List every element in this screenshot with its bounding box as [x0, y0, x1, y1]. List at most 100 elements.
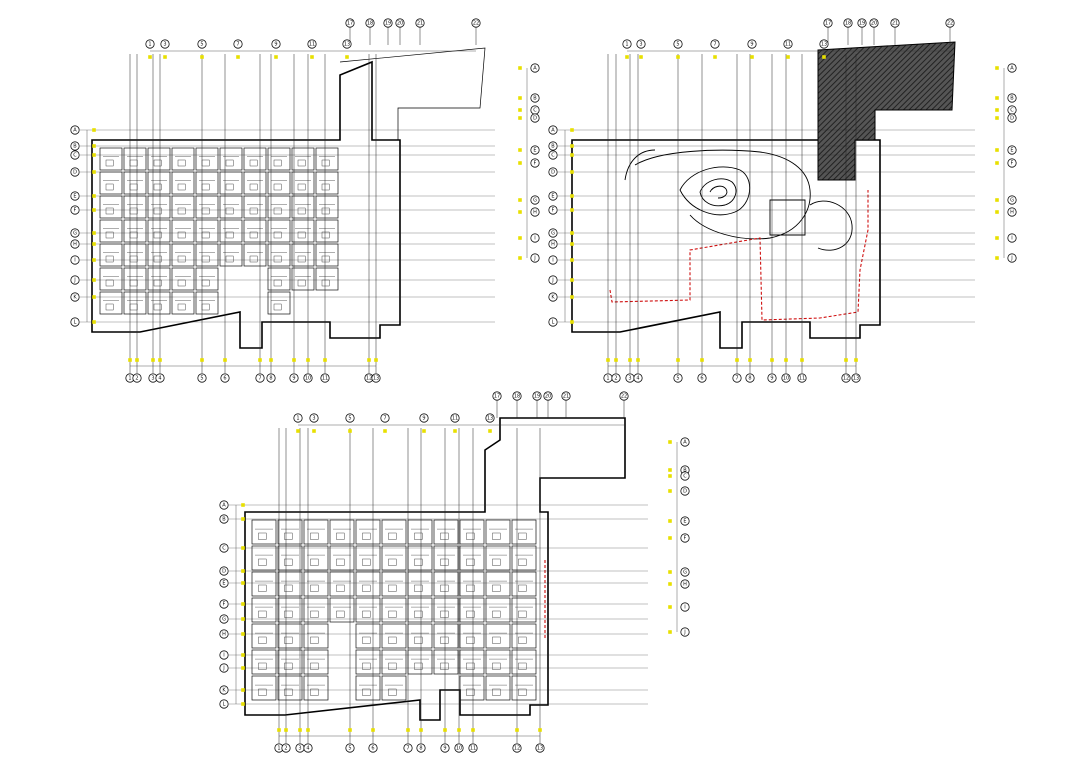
room — [123, 243, 147, 267]
axis-bubble-right: H — [1007, 207, 1017, 217]
room — [485, 623, 511, 649]
axis-bubble-left: C — [70, 150, 80, 160]
grid-marker — [258, 358, 262, 362]
axis-bubble-right: A — [680, 437, 690, 447]
axis-bubble-bottom: 5 — [197, 373, 207, 383]
axis-bubble-bottom: 13 — [371, 373, 381, 383]
axis-bubble-top: 5 — [197, 39, 207, 49]
grid-marker — [800, 358, 804, 362]
svg-text:G: G — [683, 569, 687, 575]
axis-bubble-left: B — [70, 141, 80, 151]
room — [303, 649, 329, 675]
svg-text:19: 19 — [534, 393, 540, 399]
svg-text:E: E — [551, 193, 554, 199]
room — [277, 675, 303, 701]
room — [355, 519, 381, 545]
svg-text:F: F — [223, 601, 226, 607]
svg-text:J: J — [73, 277, 75, 283]
floor-plan-2 — [571, 41, 956, 349]
grid-marker — [92, 128, 96, 132]
grid-marker — [570, 320, 574, 324]
room — [303, 545, 329, 571]
room — [315, 195, 339, 219]
room — [329, 519, 355, 545]
grid-marker — [606, 358, 610, 362]
room — [195, 291, 219, 315]
grid-marker — [995, 236, 999, 240]
grid-marker — [570, 258, 574, 262]
room — [267, 243, 291, 267]
axis-bubble-bottom: 3 — [625, 373, 635, 383]
svg-text:G: G — [551, 230, 555, 236]
svg-text:13: 13 — [344, 41, 350, 47]
grid-marker — [296, 429, 300, 433]
room — [407, 545, 433, 571]
axis-bubble-right: F — [1007, 158, 1017, 168]
grid-marker — [995, 210, 999, 214]
grid-marker — [92, 153, 96, 157]
axis-bubble-left: L — [70, 317, 80, 327]
grid-marker — [784, 358, 788, 362]
svg-text:E: E — [222, 580, 225, 586]
axis-bubble-left: G — [70, 228, 80, 238]
room — [291, 219, 315, 243]
grid-marker — [236, 55, 240, 59]
svg-text:H: H — [73, 241, 77, 247]
svg-text:13: 13 — [821, 41, 827, 47]
room — [303, 675, 329, 701]
axis-bubble-left: J — [219, 663, 229, 673]
grid-marker — [518, 148, 522, 152]
room — [267, 267, 291, 291]
svg-text:8: 8 — [269, 375, 272, 381]
axis-bubble-right: B — [1007, 93, 1017, 103]
axis-bubble-top-right: 18 — [843, 18, 853, 28]
room — [243, 147, 267, 171]
svg-text:3: 3 — [639, 41, 642, 47]
svg-text:7: 7 — [258, 375, 261, 381]
grid-marker — [518, 108, 522, 112]
svg-text:21: 21 — [417, 20, 423, 26]
svg-text:9: 9 — [422, 415, 425, 421]
svg-text:7: 7 — [236, 41, 239, 47]
floor-plan-3 — [244, 417, 626, 721]
room — [267, 147, 291, 171]
grid-marker — [298, 728, 302, 732]
axis-bubble-right: C — [680, 471, 690, 481]
room — [243, 243, 267, 267]
grid-marker — [628, 358, 632, 362]
axis-bubble-bottom: 10 — [454, 743, 464, 753]
svg-text:2: 2 — [284, 745, 287, 751]
axis-bubble-bottom: 8 — [745, 373, 755, 383]
grid-marker — [518, 198, 522, 202]
svg-text:5: 5 — [348, 745, 351, 751]
axis-bubble-top: 1 — [293, 413, 303, 423]
axis-bubble-right: A — [530, 63, 540, 73]
svg-text:11: 11 — [452, 415, 458, 421]
room — [485, 519, 511, 545]
room — [459, 519, 485, 545]
room — [485, 649, 511, 675]
svg-text:22: 22 — [621, 393, 627, 399]
room — [303, 519, 329, 545]
room — [147, 147, 171, 171]
axis-bubble-bottom: 1 — [603, 373, 613, 383]
room — [243, 195, 267, 219]
axis-bubble-left: I — [548, 255, 558, 265]
room — [147, 267, 171, 291]
axis-bubble-top-right: 20 — [869, 18, 879, 28]
grid-marker — [92, 194, 96, 198]
axis-bubble-top: 11 — [307, 39, 317, 49]
svg-text:12: 12 — [366, 375, 372, 381]
grid-marker — [570, 295, 574, 299]
svg-text:D: D — [533, 115, 537, 121]
svg-text:F: F — [534, 160, 537, 166]
room — [277, 623, 303, 649]
axis-bubble-left: A — [70, 125, 80, 135]
grid-marker — [639, 55, 643, 59]
svg-text:J: J — [222, 665, 224, 671]
plan-1-tower-outline — [339, 47, 486, 140]
svg-text:E: E — [533, 147, 536, 153]
floor-plan-1 — [91, 47, 486, 349]
